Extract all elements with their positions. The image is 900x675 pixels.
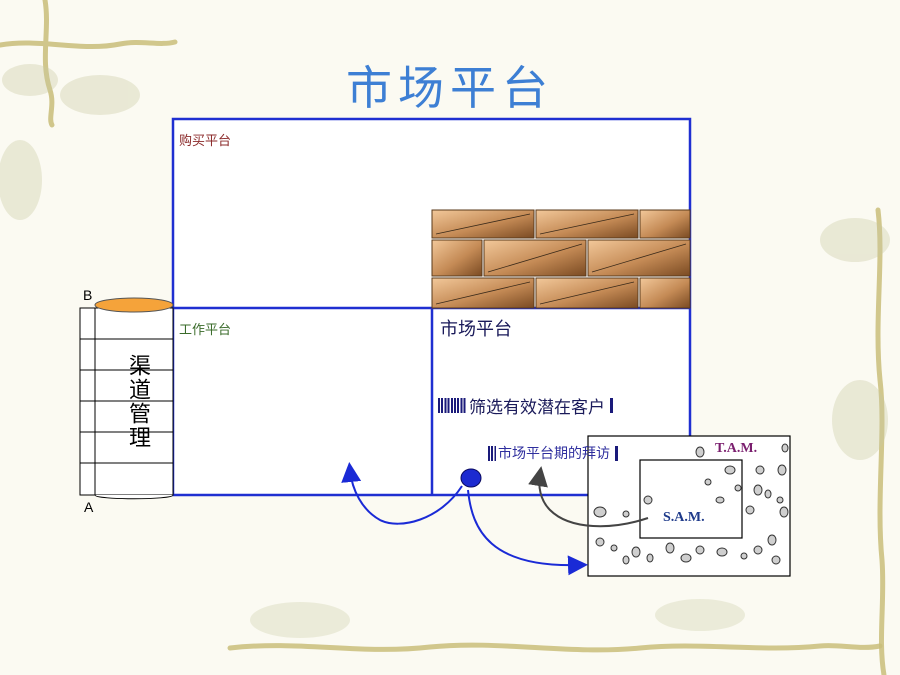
- vine-right: [875, 207, 887, 675]
- buy-platform-label: 购买平台: [179, 134, 232, 149]
- progress-ticks-icon: [488, 445, 496, 461]
- vine-bottom: [227, 642, 883, 653]
- work-platform-label: 工作平台: [179, 323, 232, 338]
- arrow-from-sam: [528, 466, 649, 528]
- tam-label: T.A.M.: [715, 441, 758, 456]
- vine-top-left: [0, 0, 178, 128]
- bar-end-icon: [610, 398, 613, 413]
- marker-a: A: [84, 499, 94, 515]
- marker-b: B: [83, 287, 93, 303]
- progress-ticks-icon: [438, 398, 467, 413]
- vine-right-leaves: [820, 218, 890, 460]
- market-platform-label: 市场平台: [440, 319, 512, 340]
- vine-top-left-leaves: [0, 64, 140, 220]
- step-visit-text: 市场平台期的拜访: [498, 446, 610, 462]
- channel-management-label: 渠道管理: [125, 354, 150, 450]
- arrow-to-tam: [467, 489, 588, 576]
- sam-label: S.A.M.: [663, 510, 705, 525]
- channel-cylinder: [79, 307, 174, 500]
- tam-dots: [593, 443, 789, 565]
- arrow-to-work-platform: [341, 462, 463, 525]
- sam-box: [639, 459, 743, 539]
- step-filter-prospects: 筛选有效潜在客户: [438, 393, 613, 418]
- vine-bottom-leaves: [250, 599, 745, 638]
- step-filter-text: 筛选有效潜在客户: [469, 398, 605, 418]
- page-title: 市场平台: [346, 61, 554, 115]
- step-market-visit: 市场平台期的拜访: [488, 443, 618, 463]
- cylinder-top-ellipse: [94, 297, 174, 313]
- source-dot: [460, 468, 482, 488]
- bar-end-icon: [615, 445, 618, 461]
- brick-wall: [431, 209, 691, 309]
